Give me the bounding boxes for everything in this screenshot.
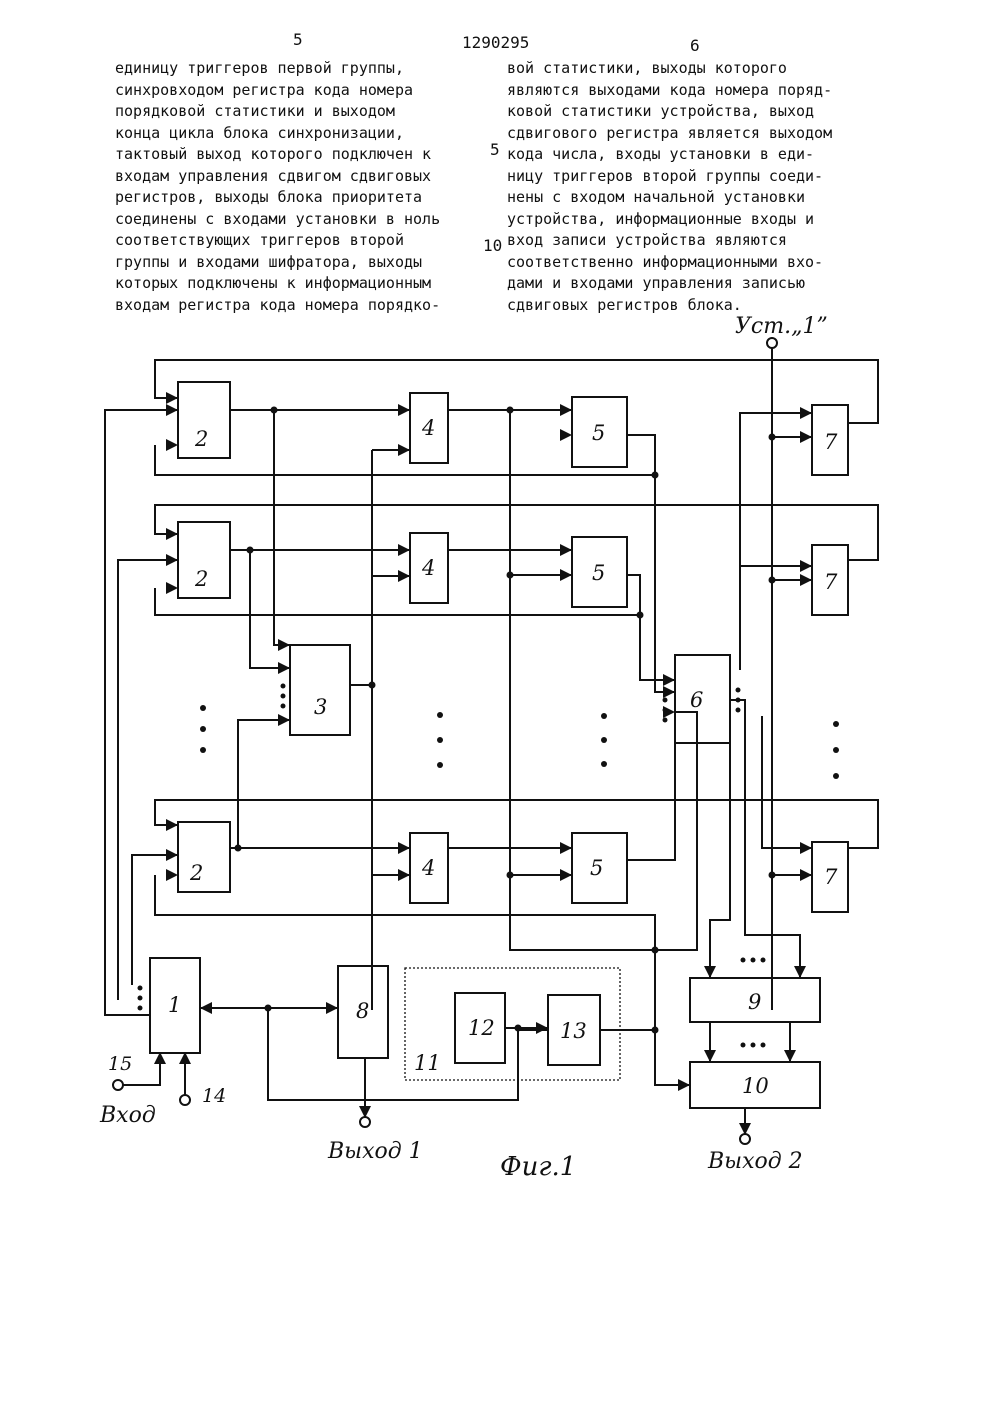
block-5-row3-label: 5 xyxy=(590,856,603,880)
terminal-set-one xyxy=(767,338,777,348)
block-1-label: 1 xyxy=(168,993,181,1017)
block-7-row3-label: 7 xyxy=(824,865,838,889)
terminal-output1 xyxy=(360,1117,370,1127)
block-numbers: 2 4 5 7 2 4 5 7 2 4 5 7 3 6 1 8 12 13 9 … xyxy=(168,416,838,1098)
block-5-row1-label: 5 xyxy=(592,421,605,445)
block-4-row2-label: 4 xyxy=(421,556,435,580)
blocks xyxy=(150,382,848,1108)
block-2-row2-label: 2 xyxy=(194,567,208,591)
block-6-label: 6 xyxy=(690,688,703,712)
terminal-output2 xyxy=(740,1134,750,1144)
junctions xyxy=(235,407,776,1034)
block-9-label: 9 xyxy=(748,990,761,1014)
block-2-row1-label: 2 xyxy=(194,427,208,451)
block-2-row3-label: 2 xyxy=(189,861,203,885)
label-input: Вход xyxy=(99,1103,156,1128)
block-13-label: 13 xyxy=(560,1019,587,1043)
terminal-14 xyxy=(180,1095,190,1105)
block-12-label: 12 xyxy=(468,1016,495,1040)
block-2-row3 xyxy=(178,822,230,892)
terminal-15 xyxy=(113,1080,123,1090)
block-4-row3-label: 4 xyxy=(421,856,435,880)
label-pin-15: 15 xyxy=(108,1053,132,1075)
block-10-label: 10 xyxy=(742,1074,769,1098)
block-5-row2-label: 5 xyxy=(592,561,605,585)
label-pin-14: 14 xyxy=(202,1085,226,1107)
label-output1: Выход 1 xyxy=(327,1139,423,1164)
block-7-row2-label: 7 xyxy=(824,570,838,594)
block-8-label: 8 xyxy=(356,999,369,1023)
label-set-one: Уст.„1” xyxy=(735,314,828,339)
block-11-label: 11 xyxy=(414,1051,441,1075)
figure-caption: Фиг.1 xyxy=(500,1152,576,1182)
block-7-row1-label: 7 xyxy=(824,430,838,454)
block-3 xyxy=(290,645,350,735)
block-3-label: 3 xyxy=(314,695,327,719)
block-4-row1-label: 4 xyxy=(421,416,435,440)
label-output2: Выход 2 xyxy=(707,1149,803,1174)
